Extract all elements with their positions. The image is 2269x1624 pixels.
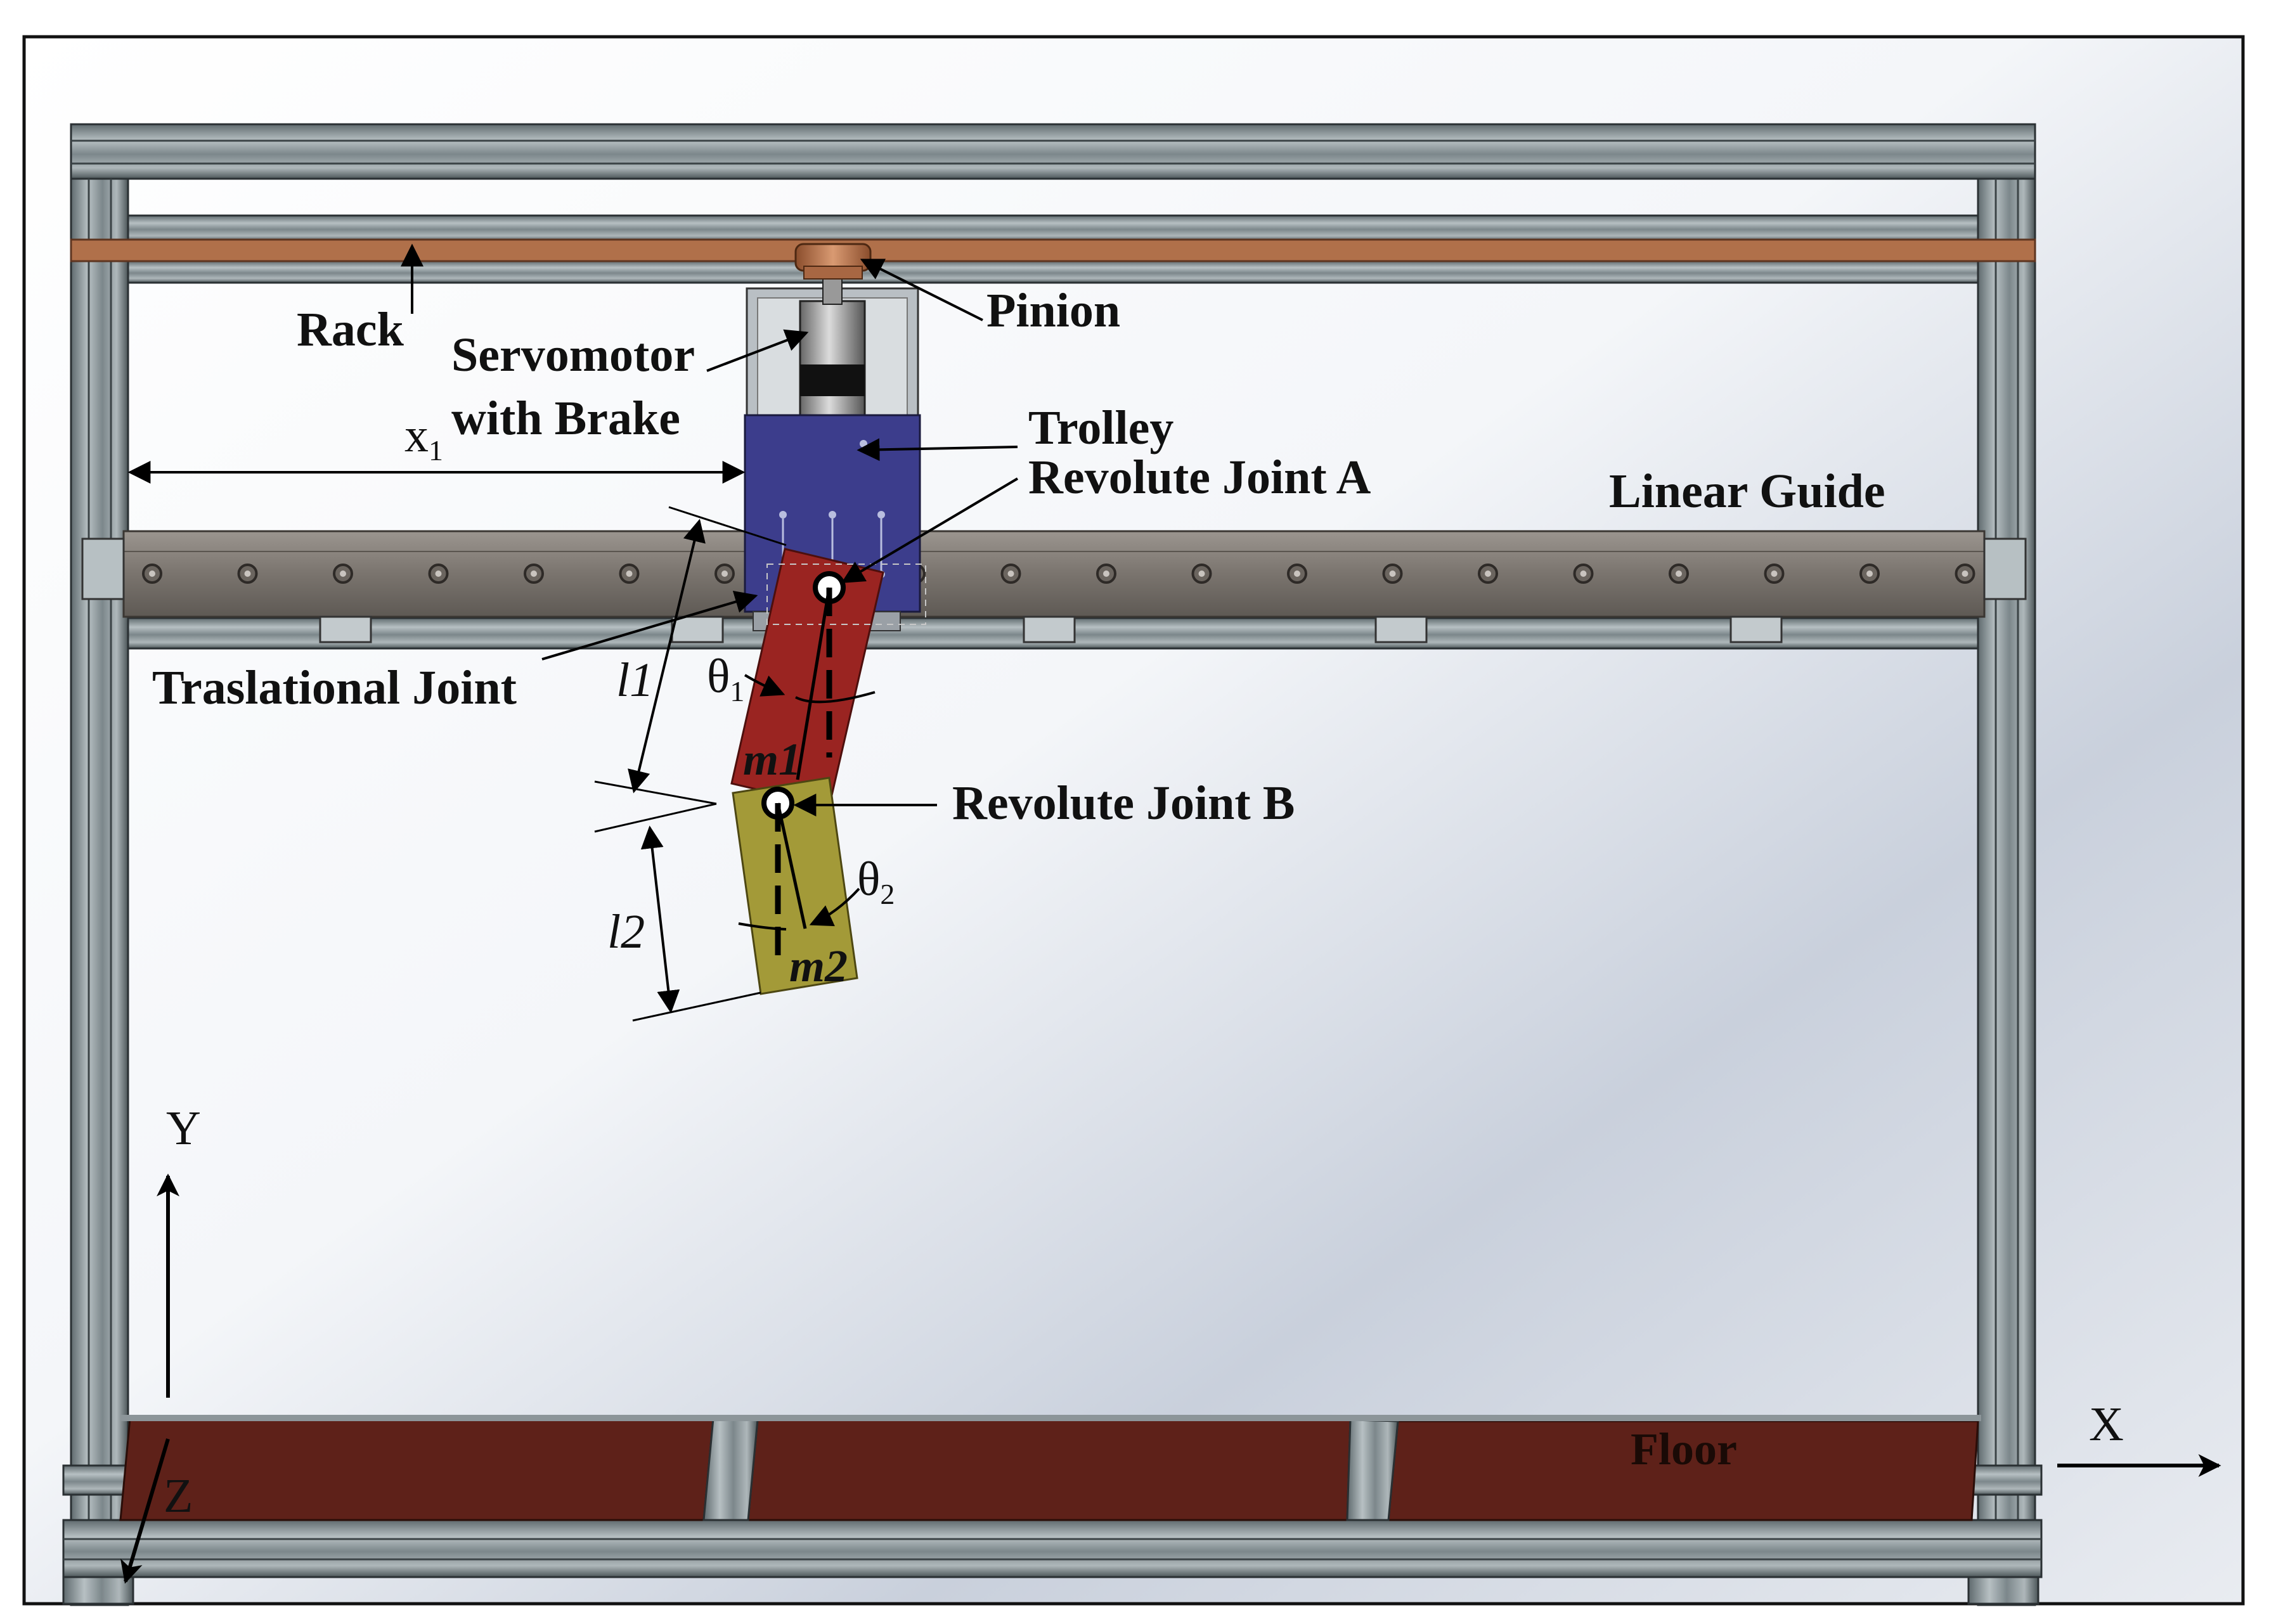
z-axis-label: Z bbox=[164, 1469, 193, 1523]
y-axis-label: Y bbox=[166, 1102, 201, 1155]
guide-bolt-center bbox=[244, 570, 251, 577]
guide-bolt-center bbox=[1676, 570, 1682, 577]
guide-bolt-center bbox=[1771, 570, 1778, 577]
guide-bolt-center bbox=[721, 570, 728, 577]
guide-carriage-block bbox=[319, 615, 372, 643]
guide-bolt-center bbox=[1485, 570, 1491, 577]
m1-symbol: m1 bbox=[743, 734, 801, 785]
floor-plates bbox=[119, 1415, 1981, 1521]
translational-joint-label: Traslational Joint bbox=[152, 661, 517, 714]
guide-carriage-block bbox=[1729, 615, 1783, 643]
servomotor-label-line2: with Brake bbox=[451, 392, 680, 445]
guide-bolt-center bbox=[1389, 570, 1396, 577]
m2-symbol: m2 bbox=[789, 941, 848, 991]
l2-symbol: l2 bbox=[607, 905, 645, 958]
guide-bolt-center bbox=[1866, 570, 1873, 577]
linear-guide bbox=[81, 530, 2027, 643]
trolley-label: Trolley bbox=[1028, 401, 1173, 454]
pendulum-geometry bbox=[738, 587, 876, 963]
rack bbox=[70, 238, 2036, 262]
pinion bbox=[794, 243, 872, 280]
guide-bolt-center bbox=[435, 570, 442, 577]
guide-bolt-center bbox=[531, 570, 537, 577]
l1-symbol: l1 bbox=[616, 654, 654, 707]
guide-bolt-center bbox=[149, 570, 155, 577]
dimensions bbox=[127, 461, 787, 1022]
revolute-joint-a-label: Revolute Joint A bbox=[1028, 451, 1371, 504]
guide-carriage-block bbox=[671, 615, 724, 643]
pinion-label: Pinion bbox=[986, 284, 1120, 337]
servomotor-assembly bbox=[746, 278, 919, 420]
guide-carriage-block bbox=[1374, 615, 1428, 643]
guide-bolt-center bbox=[340, 570, 346, 577]
x-axis-label: X bbox=[2089, 1398, 2124, 1451]
figure-border bbox=[22, 35, 2245, 1606]
guide-bolt-center bbox=[1103, 570, 1109, 577]
guide-bolt-center bbox=[1580, 570, 1587, 577]
guide-bolt-center bbox=[1962, 570, 1968, 577]
linear-guide-label: Linear Guide bbox=[1609, 465, 1885, 518]
guide-bolt-center bbox=[1294, 570, 1300, 577]
guide-bolt-center bbox=[1007, 570, 1014, 577]
revolute-joint-b-label: Revolute Joint B bbox=[952, 777, 1295, 830]
guide-bolt-center bbox=[1198, 570, 1205, 577]
x1-symbol: x1 bbox=[404, 409, 443, 467]
guide-bolts bbox=[142, 564, 1975, 584]
label-leaders bbox=[401, 243, 1019, 816]
theta1-symbol: θ1 bbox=[707, 650, 744, 707]
theta2-symbol: θ2 bbox=[857, 853, 895, 910]
guide-carriage-block bbox=[1023, 615, 1076, 643]
floor-label: Floor bbox=[1631, 1424, 1737, 1474]
guide-bolt-center bbox=[626, 570, 633, 577]
rack-label: Rack bbox=[297, 303, 404, 356]
servomotor-label-line1: Servomotor bbox=[451, 328, 695, 382]
coordinate-axes bbox=[120, 1173, 2221, 1584]
